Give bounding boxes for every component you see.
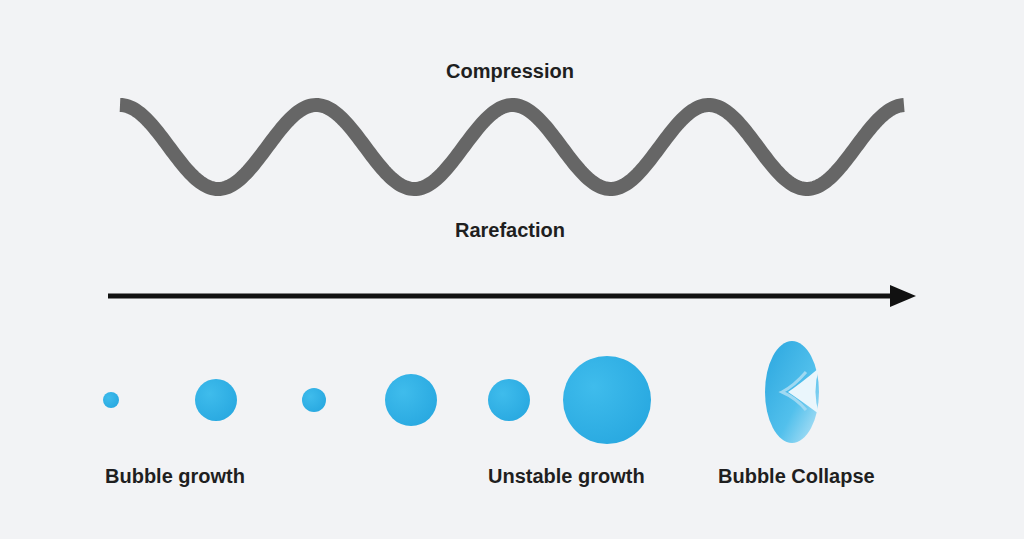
collapsing-bubble — [765, 341, 819, 443]
time-arrow — [108, 294, 897, 299]
stage-label: Bubble growth — [105, 464, 245, 488]
wave-label: Compression — [446, 59, 574, 83]
bubble — [103, 392, 119, 408]
wave-label: Rarefaction — [455, 218, 565, 242]
bubble — [385, 374, 437, 426]
pressure-wave — [120, 105, 904, 189]
stage-label: Bubble Collapse — [718, 464, 875, 488]
stage-label: Unstable growth — [488, 464, 645, 488]
bubble — [195, 379, 237, 421]
bubble — [563, 356, 651, 444]
arrow-head — [890, 285, 916, 307]
collapse-jet-edge — [782, 372, 806, 410]
bubble — [302, 388, 326, 412]
bubble — [488, 379, 530, 421]
